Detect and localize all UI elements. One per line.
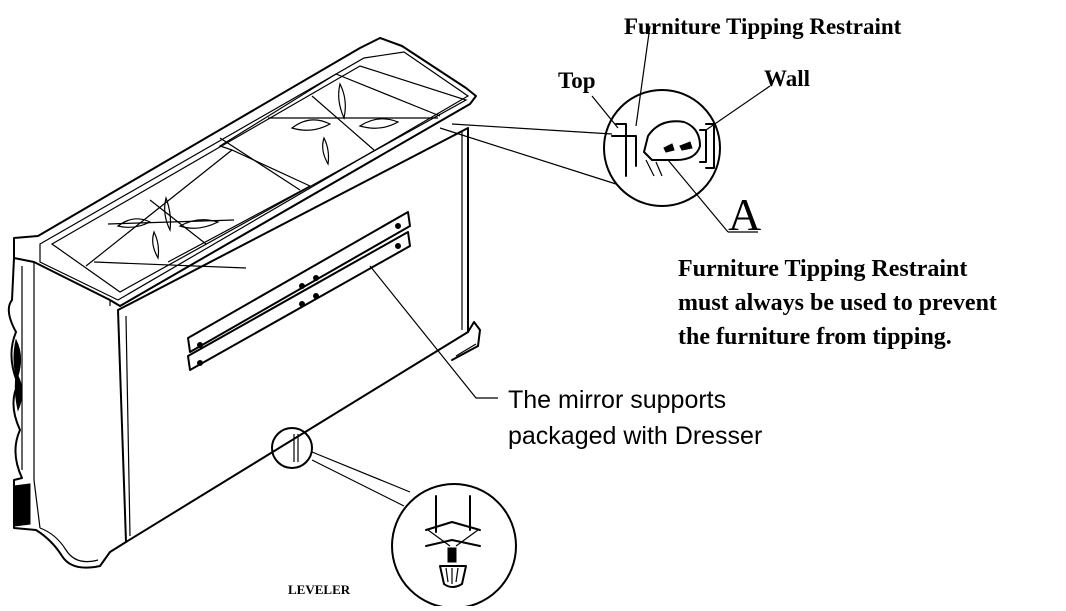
warning-line-3: the furniture from tipping. [678, 324, 952, 350]
dresser-foot [451, 321, 481, 361]
dresser-side-profile [7, 257, 127, 569]
dresser-back-panel [117, 127, 469, 543]
leveler-label: LEVELER [288, 582, 351, 597]
mirror-support-lower [187, 231, 411, 371]
leader-lines [293, 25, 771, 507]
mirror-line-1: The mirror supports [508, 386, 726, 414]
restraint-detail-circle [603, 89, 721, 207]
warning-line-2: must always be used to prevent [678, 290, 997, 316]
part-letter-label: A [728, 189, 761, 240]
warning-line-1: Furniture Tipping Restraint [678, 256, 967, 282]
leveler-detail-circle [271, 427, 517, 609]
mirror-line-2: packaged with Dresser [508, 422, 762, 450]
restraint-title-label: Furniture Tipping Restraint [624, 14, 902, 39]
top-label: Top [558, 68, 596, 93]
wall-label: Wall [764, 66, 810, 91]
dresser-top [13, 37, 477, 307]
mirror-support-upper [187, 211, 411, 353]
